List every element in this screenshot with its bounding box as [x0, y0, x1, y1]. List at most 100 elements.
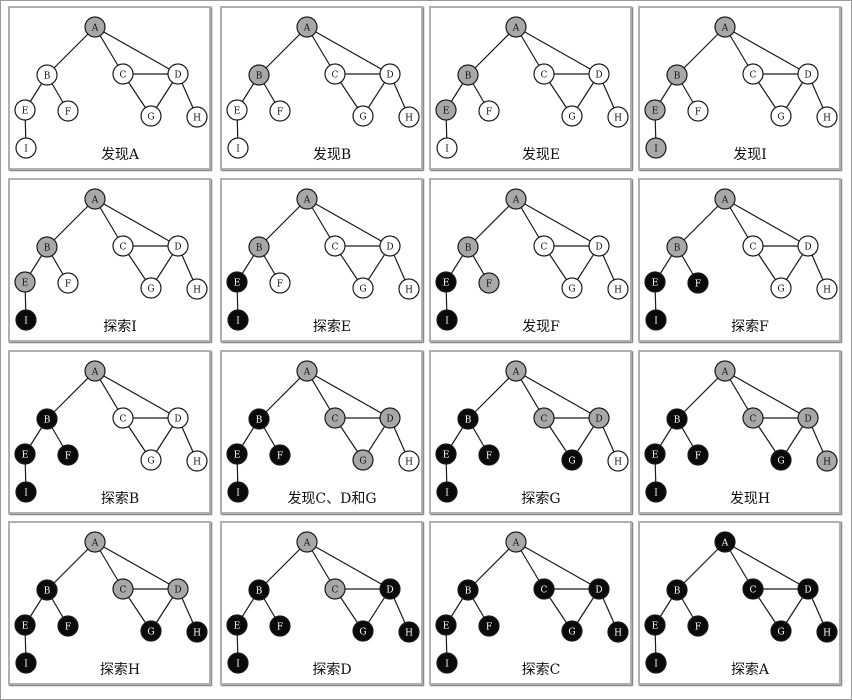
node-circle	[84, 531, 106, 553]
node-label: B	[44, 244, 51, 254]
node-circle	[687, 272, 709, 294]
graph-node-H: H	[186, 621, 208, 643]
graph-node-I: I	[227, 481, 249, 503]
node-label: H	[614, 629, 622, 639]
graph-node-I: I	[645, 481, 667, 503]
node-label: E	[652, 451, 659, 461]
node-label: A	[512, 196, 520, 206]
graph-node-H: H	[816, 621, 838, 643]
node-circle	[112, 407, 134, 429]
graph-node-C: C	[324, 63, 346, 85]
graph-node-E: E	[644, 614, 666, 636]
graph-node-G: G	[770, 105, 792, 127]
node-circle	[140, 105, 162, 127]
node-circle	[324, 407, 346, 429]
node-label: H	[193, 286, 201, 296]
node-circle	[797, 63, 819, 85]
node-circle	[352, 449, 374, 471]
graph-edge-A-B	[258, 541, 308, 591]
node-circle	[248, 408, 270, 430]
node-label: E	[22, 107, 29, 117]
node-label: C	[541, 71, 548, 81]
graph-node-I: I	[15, 481, 37, 503]
graph-node-E: E	[435, 614, 457, 636]
node-circle	[505, 16, 527, 38]
node-label: G	[359, 628, 366, 638]
node-circle	[533, 63, 555, 85]
node-circle	[816, 621, 838, 643]
graph-node-I: I	[227, 652, 249, 674]
graph-node-C: C	[324, 235, 346, 257]
node-circle	[296, 16, 318, 38]
graph-edge-A-D	[724, 541, 809, 590]
node-circle	[645, 652, 667, 674]
graph-edge-A-B	[46, 26, 96, 76]
node-circle	[36, 236, 58, 258]
node-circle	[714, 16, 736, 38]
graph-edge-A-B	[676, 370, 726, 420]
graph-node-D: D	[167, 407, 189, 429]
graph-edge-A-D	[515, 198, 600, 247]
graph-node-A: A	[714, 188, 736, 210]
graph-node-B: B	[248, 408, 270, 430]
node-label: C	[120, 586, 127, 596]
graph-node-F: F	[687, 100, 709, 122]
node-circle	[816, 450, 838, 472]
node-circle	[14, 614, 36, 636]
node-circle	[352, 105, 374, 127]
node-label: B	[44, 587, 51, 597]
step-caption: 发现E	[522, 147, 560, 163]
graph-node-F: F	[687, 272, 709, 294]
graph-node-H: H	[186, 450, 208, 472]
graph-node-F: F	[269, 272, 291, 294]
node-circle	[770, 277, 792, 299]
node-label: D	[804, 71, 811, 81]
graph-node-A: A	[84, 188, 106, 210]
node-label: D	[174, 415, 181, 425]
graph-node-H: H	[816, 278, 838, 300]
graph-node-F: F	[478, 100, 500, 122]
graph-node-F: F	[687, 444, 709, 466]
node-label: G	[568, 285, 575, 295]
node-label: B	[256, 587, 263, 597]
graph-node-I: I	[645, 137, 667, 159]
graph-node-I: I	[645, 652, 667, 674]
node-circle	[742, 235, 764, 257]
node-label: E	[443, 622, 450, 632]
node-circle	[140, 620, 162, 642]
graph-node-E: E	[435, 99, 457, 121]
graph-node-B: B	[666, 579, 688, 601]
node-label: I	[24, 489, 28, 499]
graph-node-C: C	[324, 407, 346, 429]
node-circle	[687, 444, 709, 466]
node-circle	[666, 408, 688, 430]
node-label: I	[236, 145, 240, 155]
node-label: G	[147, 285, 154, 295]
node-circle	[14, 271, 36, 293]
node-label: G	[568, 628, 575, 638]
node-label: C	[541, 415, 548, 425]
node-circle	[588, 407, 610, 429]
node-circle	[324, 235, 346, 257]
node-label: D	[595, 586, 602, 596]
node-circle	[324, 578, 346, 600]
node-circle	[15, 309, 37, 331]
node-circle	[14, 99, 36, 121]
graph-node-D: D	[588, 578, 610, 600]
node-circle	[84, 16, 106, 38]
node-circle	[478, 272, 500, 294]
node-label: H	[193, 114, 201, 124]
node-label: C	[332, 415, 339, 425]
node-label: A	[721, 196, 729, 206]
graph-node-H: H	[816, 106, 838, 128]
node-circle	[226, 99, 248, 121]
graph-node-E: E	[226, 271, 248, 293]
graph-edge-A-D	[724, 26, 809, 75]
node-label: C	[332, 71, 339, 81]
